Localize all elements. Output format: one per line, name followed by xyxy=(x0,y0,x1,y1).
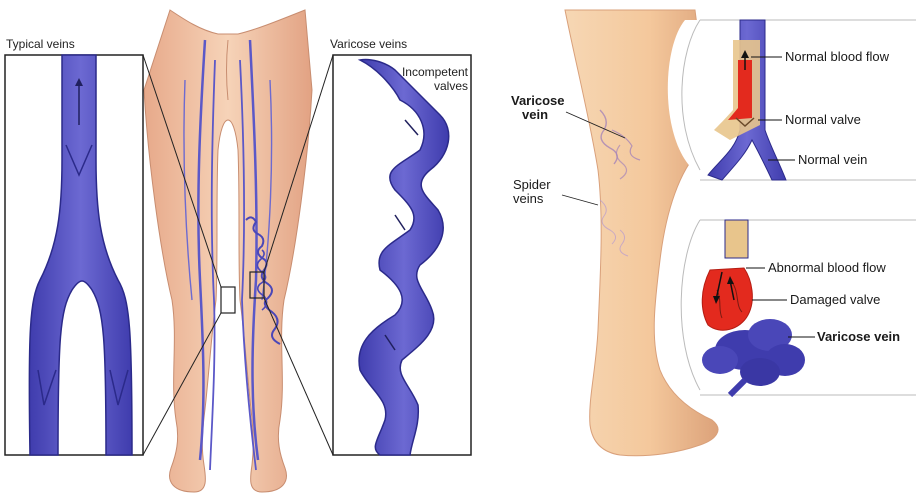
incompetent-valves-label-line1: Incompetent xyxy=(396,66,468,79)
legs-front-view xyxy=(143,10,333,492)
varicose-veins-label: Varicose veins xyxy=(330,38,407,51)
varicose-veins-panel xyxy=(333,55,471,455)
spider-veins-label-line2: veins xyxy=(513,192,543,206)
typical-veins-panel xyxy=(5,55,143,455)
varicose-vein-detail-label: Varicose vein xyxy=(817,330,900,344)
damaged-valve-label: Damaged valve xyxy=(790,293,880,307)
normal-vein-label: Normal vein xyxy=(798,153,867,167)
abnormal-blood-flow-label: Abnormal blood flow xyxy=(768,261,886,275)
normal-vein-inset xyxy=(668,20,916,180)
varicose-vein-label-line2: vein xyxy=(522,108,548,122)
incompetent-valves-label-line2: valves xyxy=(396,80,468,93)
normal-valve-label: Normal valve xyxy=(785,113,861,127)
varicose-vein-inset xyxy=(672,220,916,395)
typical-veins-label: Typical veins xyxy=(6,38,75,51)
typical-vein-detail-marker xyxy=(221,287,235,313)
normal-blood-flow-label: Normal blood flow xyxy=(785,50,889,64)
